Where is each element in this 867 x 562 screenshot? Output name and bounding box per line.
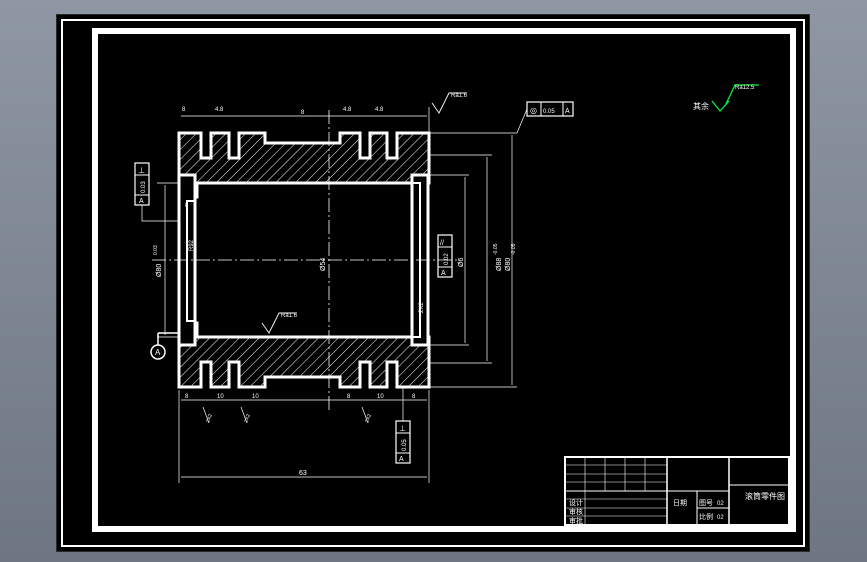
dim-right-tol: -0.05 — [493, 243, 499, 255]
chamfer-leader-3 — [361, 406, 369, 424]
dim-overall: 63 — [299, 470, 307, 477]
tf-left-datum: A — [139, 198, 144, 205]
datum-letter: A — [155, 348, 161, 357]
chamfer-leader-2 — [240, 406, 248, 424]
outer-frame — [61, 19, 805, 547]
tb-sheet-value: 02 — [717, 501, 724, 507]
chamfer-leader-1 — [202, 406, 210, 424]
roughness-others-symbol — [711, 84, 759, 112]
chamfer-1: 2X2 — [205, 413, 214, 424]
dim-left-diameter: Ø80 — [156, 264, 163, 277]
dim-top-3: 4.8 — [343, 107, 352, 113]
tf-top-datum: A — [565, 108, 570, 115]
dim-center-dia: Ø54 — [320, 258, 327, 271]
roughness-mid-label: Ra1.6 — [281, 313, 298, 319]
tf-bottom-value: 0.05 — [402, 439, 408, 451]
tf-right-symbol: // — [440, 240, 444, 247]
tf-left-value: 0.03 — [141, 181, 147, 193]
tolerance-frame-bottom — [395, 387, 411, 464]
title-block — [564, 456, 790, 526]
tb-title: 滚筒零件图 — [745, 491, 785, 501]
tb-row-approve: 审批 — [569, 516, 583, 525]
dim-left-tol: 0.03 — [153, 245, 159, 255]
tf-right-datum: A — [441, 270, 446, 277]
tf-bottom-datum: A — [399, 456, 404, 463]
chamfer-2: 2X2 — [243, 413, 252, 424]
dim-top-4: 4.8 — [375, 107, 384, 113]
dim-inner-r: R92 — [189, 239, 195, 251]
dim-outer-dia: Ø80 — [505, 258, 512, 271]
tb-row-design: 设计 — [569, 498, 583, 507]
dim-top-2: 4.8 — [215, 107, 224, 113]
dim-right-dia-1: Ø6 — [458, 258, 465, 267]
tf-top-value: 0.05 — [543, 109, 555, 115]
dim-left-tag: 8 — [185, 203, 189, 209]
tb-sheet-label: 图号 — [699, 499, 713, 507]
tf-left-symbol: ⊥ — [138, 166, 145, 175]
dim-bottom-3: 10 — [252, 394, 259, 400]
dim-bottom-5: 10 — [377, 394, 384, 400]
roughness-others-label: 其余 — [693, 101, 709, 111]
roughness-top-symbol — [431, 92, 467, 114]
dim-right-inner: 2X2 — [419, 302, 425, 313]
tolerance-frame-left — [134, 162, 179, 222]
dim-right-dia-2: Ø88 — [496, 258, 503, 271]
tb-row-review: 审核 — [569, 507, 583, 516]
tb-date-label: 日期 — [673, 499, 687, 507]
inner-frame — [92, 28, 796, 532]
tb-scale-label: 比例 — [699, 512, 713, 521]
lower-section — [177, 321, 431, 389]
chamfer-3: 2X2 — [364, 413, 373, 424]
roughness-top-label: Ra1.6 — [451, 93, 468, 99]
technical-drawing: 8 4.8 8 4.8 4.8 Ra1.6 Ra1.6 其余 Ra12.5 ◎ … — [61, 19, 805, 547]
dim-bottom-1: 8 — [185, 394, 189, 400]
roughness-others-value: Ra12.5 — [735, 85, 755, 91]
upper-section — [177, 131, 431, 199]
tb-scale-value: 02 — [717, 515, 724, 521]
tolerance-frame-right — [437, 234, 453, 278]
datum-circle — [150, 344, 166, 360]
tf-right-value: 0.02 — [444, 253, 450, 265]
dim-top-center: 8 — [301, 110, 305, 116]
dim-bottom-4: 8 — [347, 394, 351, 400]
roughness-mid-symbol — [261, 312, 297, 334]
dim-bottom-6: 8 — [412, 394, 416, 400]
tf-bottom-symbol: ⊥ — [399, 424, 406, 433]
tolerance-frame-top-right — [516, 101, 574, 134]
dim-top-1: 8 — [182, 107, 186, 113]
tf-top-symbol: ◎ — [530, 106, 537, 115]
dim-outer-tol: -0.05 — [511, 243, 517, 255]
cad-viewport[interactable]: 8 4.8 8 4.8 4.8 Ra1.6 Ra1.6 其余 Ra12.5 ◎ … — [56, 14, 810, 552]
dim-bottom-2: 10 — [217, 394, 224, 400]
inner-left-groove — [186, 200, 196, 322]
